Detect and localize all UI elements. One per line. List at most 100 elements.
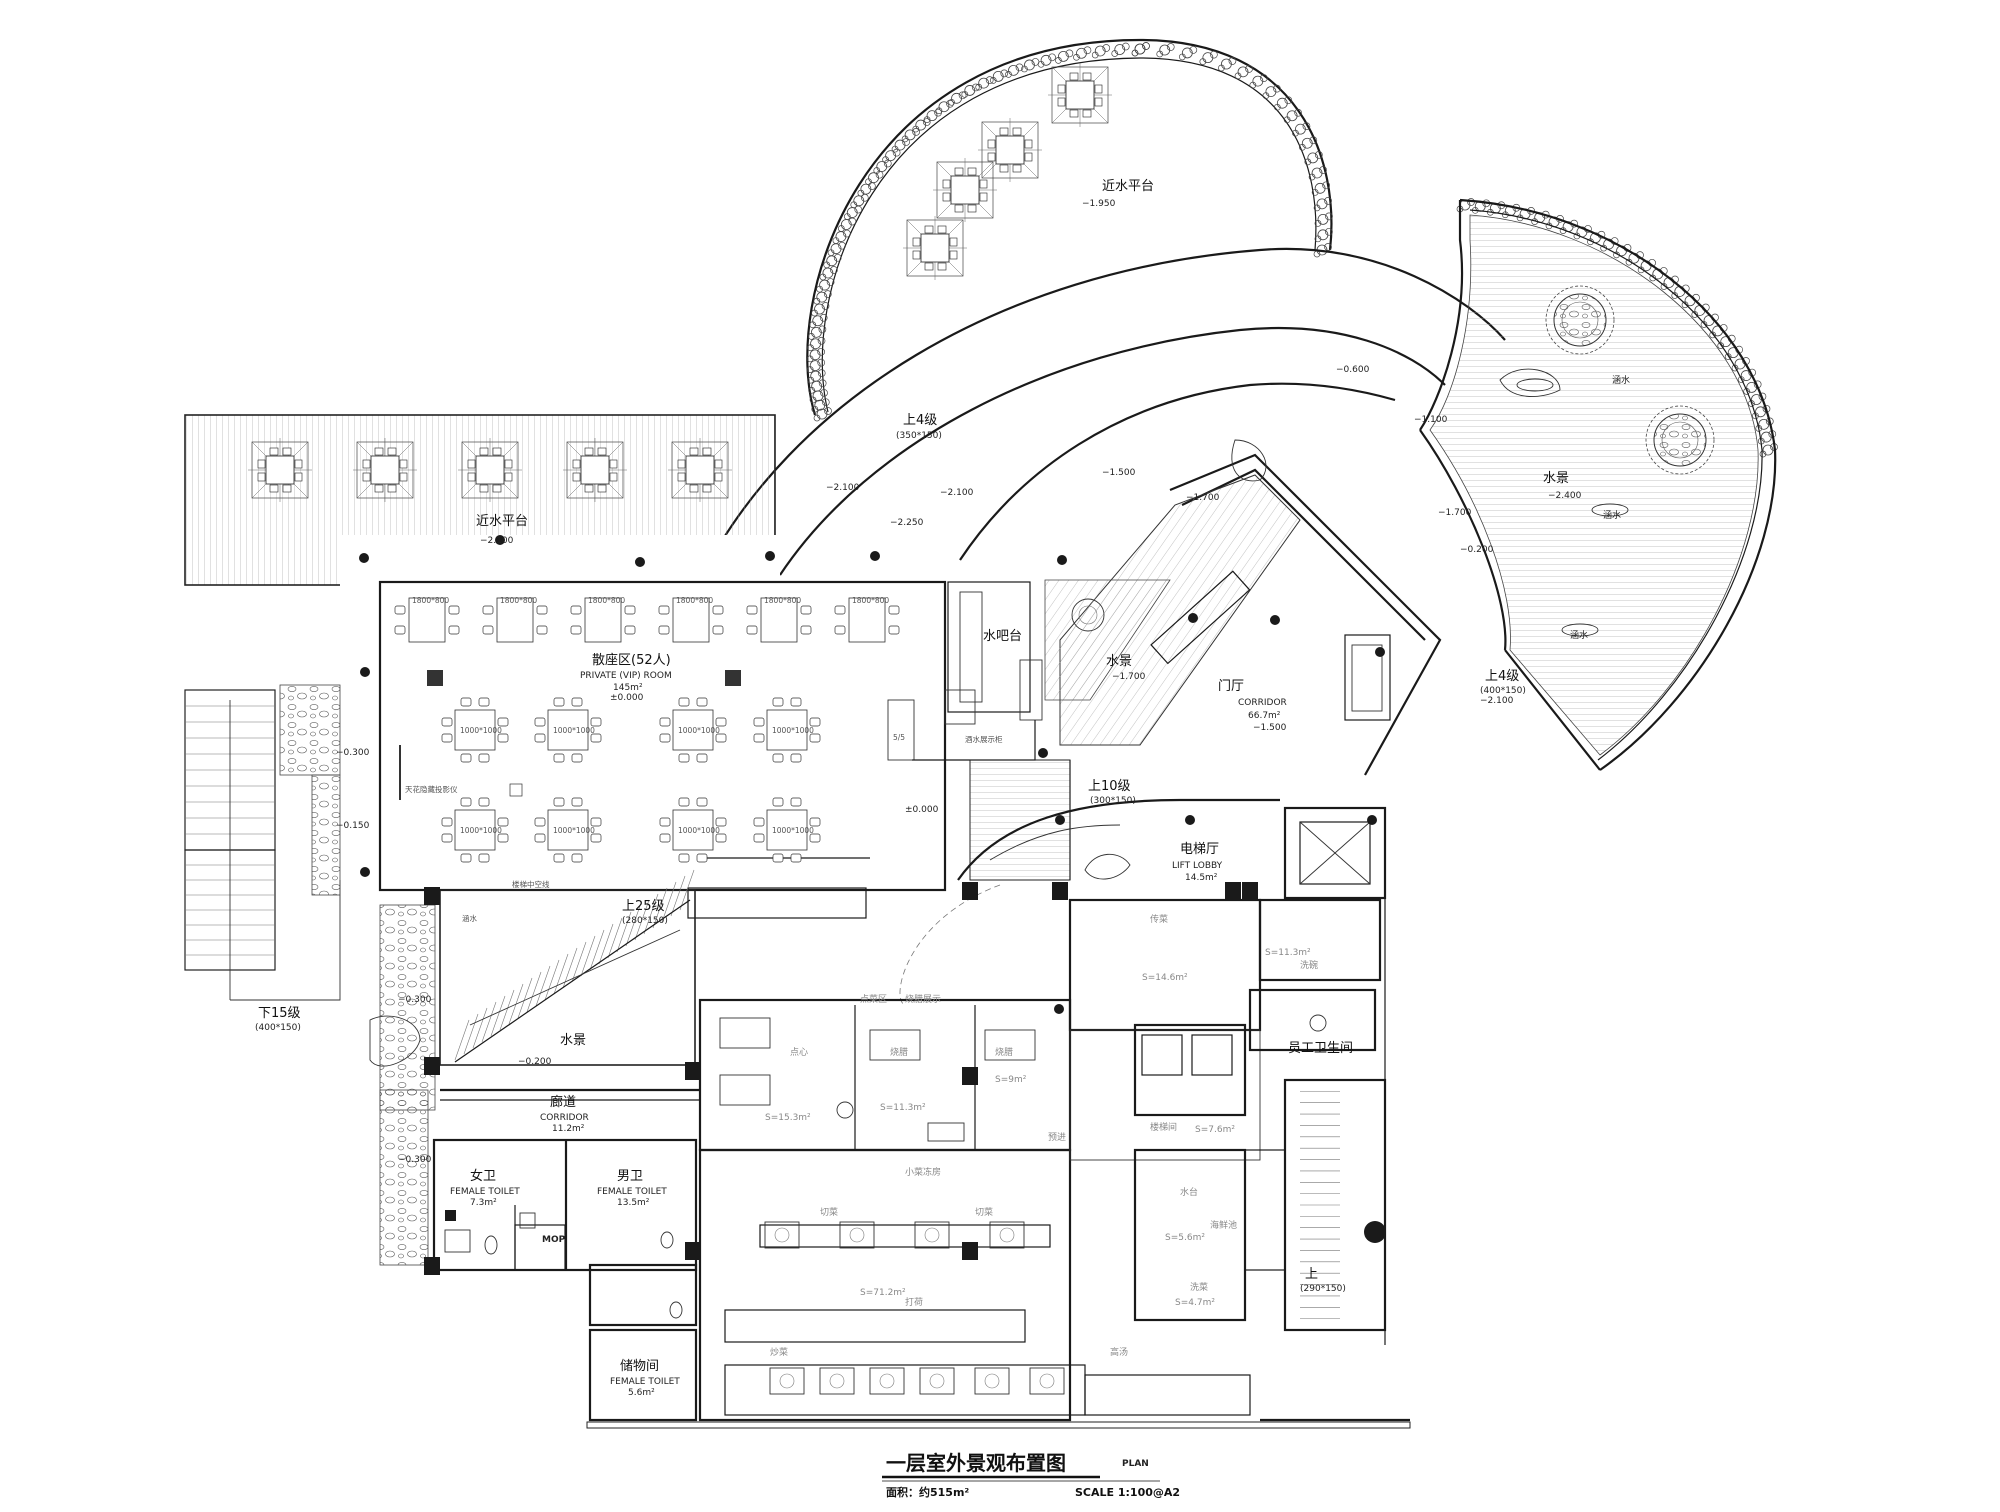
stair-tread [517,977,533,1019]
burner-icon [774,1227,790,1243]
shrub-icon [1313,196,1332,212]
stair-tread [634,899,650,941]
label-kitchen-top1: 点菜区 [860,993,887,1005]
shrub-icon [1073,46,1092,61]
kitchen-station [769,1367,805,1395]
table-size-label: 1800*800 [852,596,889,605]
shrub-icon [850,193,869,209]
structural-column [424,1257,440,1275]
stair-tread [454,1019,470,1061]
shrub-icon [1055,49,1074,64]
light-dot [1057,555,1067,565]
light-dot [1038,748,1048,758]
table-size-label: 1000*1000 [772,726,814,735]
stair-tread [616,911,632,953]
shrub-icon [1037,53,1056,68]
label-water-bar: 水吧台 [983,629,1022,644]
label-hit-area: S=71.2m² [860,1288,906,1298]
label-wash-area: S=11.3m² [1265,948,1311,958]
drawing-scale: SCALE 1:100@A2 [1075,1486,1180,1499]
title-block: 一层室外景观布置图 PLAN 面积：约515m² SCALE 1:100@A2 [882,1451,1180,1499]
light-dot [1364,1221,1386,1243]
label-wash: 洗碗 [1300,959,1318,971]
table-size-label: 1000*1000 [772,826,814,835]
light-dot [765,551,775,561]
level-2100c: −2.100 [1480,696,1514,706]
label-seafood: 海鲜池 [1210,1219,1237,1231]
shrub-icon [832,229,851,244]
kitchen-counter [984,1029,1036,1061]
drawing-title: 一层室外景观布置图 [886,1451,1066,1475]
shrub-icon [1131,42,1150,57]
level-0300c: −0.300 [398,1155,432,1165]
label-storage-cn: 储物间 [620,1359,659,1374]
shrub-icon [1091,44,1111,59]
stair-tread [589,929,605,971]
label-mop: MOP [542,1235,566,1245]
stair-tread [679,869,695,911]
kitchen-station [989,1221,1025,1249]
level-dining: ±0.000 [610,693,644,703]
table-size-label: 1000*1000 [678,726,720,735]
level-terrace-left: −2.100 [480,536,514,546]
label-foyer-area: 66.7m² [1248,711,1281,721]
label-lift-cn: 电梯厅 [1180,842,1219,857]
level-1700b: −1.700 [1438,508,1472,518]
structural-column [424,887,440,905]
label-overflow-1: 涵水 [1612,374,1630,386]
table-size-label: 1800*800 [500,596,537,605]
kitchen-station [1029,1367,1065,1395]
level-floor: ±0.000 [905,805,939,815]
stair-tread [499,989,515,1031]
label-male-cn: 男卫 [617,1169,643,1184]
light-dot [635,557,645,567]
label-female-cn: 女卫 [470,1168,496,1184]
level-0200: −0.200 [1460,545,1494,555]
burner-icon [879,1373,895,1389]
label-stir-fry: 炒菜 [770,1346,788,1358]
level-0150: −0.150 [336,821,370,831]
stair-up25: 上25级 [622,899,665,914]
label-overflow-2: 涵水 [1603,509,1621,521]
stair-tread [526,971,542,1013]
burner-icon [829,1373,845,1389]
table-size-label: 1000*1000 [460,826,502,835]
label-prep: 预进 [1048,1132,1066,1143]
stair-tread [562,947,578,989]
shrub-icon [1111,42,1130,57]
light-dot [1055,815,1065,825]
shrub-icon [827,241,846,257]
burner-icon [929,1373,945,1389]
structural-column [962,882,978,900]
label-lift-room-area: S=7.6m² [1195,1125,1235,1135]
burner-icon [849,1227,865,1243]
label-pass-dish: 传菜 [1150,913,1168,925]
stair-tread [544,959,560,1001]
label-lift-room: 楼梯间 [1150,1121,1177,1133]
shrub-icon [837,217,857,232]
label-pass-dish-area: S=14.6m² [1142,973,1188,983]
label-water-left: 水景 [560,1033,586,1048]
label-corridor-cn: 廊道 [550,1094,576,1110]
label-storage-area: 5.6m² [628,1388,655,1398]
label-roast: 烧腊 [995,1046,1013,1058]
stair-tread [598,923,614,965]
label-female-area: 7.3m² [470,1198,497,1208]
level-marks: −0.600 −1.100 −1.500 −1.700 −1.700 −0.20… [336,365,1514,1165]
stair-up4-right-dim: (400*150) [1480,686,1526,696]
label-wash-veg-area: S=4.7m² [1175,1298,1215,1308]
shrub-icon [1218,57,1237,72]
light-dot [1270,615,1280,625]
label-veg-cut2: 切菜 [975,1206,993,1218]
label-corridor-en: CORRIDOR [540,1113,589,1123]
light-dot [1375,647,1385,657]
kitchen-station [914,1221,950,1249]
level-0600: −0.600 [1336,365,1370,375]
stair-up-right: 上 [1305,1267,1318,1282]
label-male-en: FEMALE TOILET [597,1187,667,1197]
table-size-label: 1800*800 [676,596,713,605]
shrub-icon [961,83,980,98]
shrub-icon [809,389,828,404]
